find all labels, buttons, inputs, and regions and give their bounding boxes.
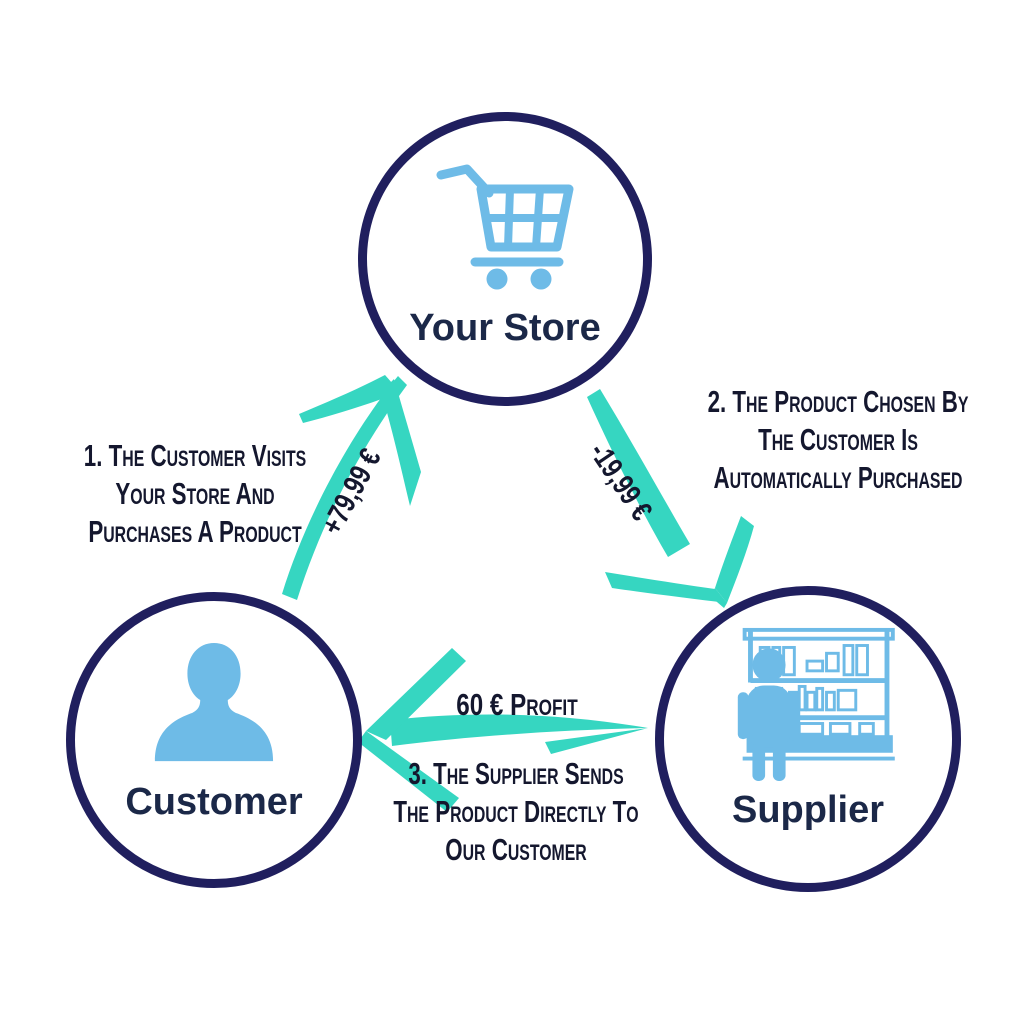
step-3-line-3: Our Customer <box>445 832 587 867</box>
supplier-shelf-icon <box>715 625 901 783</box>
node-your-store: Your Store <box>358 112 652 406</box>
arrow-supplier-to-customer <box>358 648 648 812</box>
step-3-line-1: 3. The Supplier Sends <box>408 756 624 791</box>
arrow-label-60-profit: 60 € Profit <box>456 687 578 722</box>
step-3-line-2: The Product Directly To <box>393 794 639 829</box>
arrow-store-to-supplier <box>587 389 754 608</box>
node-label-your-store: Your Store <box>409 307 601 349</box>
step-2-line-1: 2. The Product Chosen By <box>707 384 969 419</box>
step-2-line-2: The Customer Is <box>758 422 918 457</box>
node-supplier: Supplier <box>655 586 961 892</box>
step-1-line-2: Your Store And <box>115 476 275 511</box>
node-label-customer: Customer <box>125 781 303 823</box>
person-icon <box>147 639 281 767</box>
node-customer: Customer <box>66 592 362 888</box>
step-3-caption: 3. The Supplier Sends The Product Direct… <box>382 755 650 869</box>
step-1-caption: 1. The Customer Visits Your Store And Pu… <box>69 437 321 551</box>
arrow-customer-to-store <box>282 375 421 600</box>
node-label-supplier: Supplier <box>731 789 885 831</box>
shopping-cart-icon <box>436 157 574 291</box>
step-1-line-1: 1. The Customer Visits <box>83 438 307 473</box>
step-2-line-3: Automatically Purchased <box>713 460 963 495</box>
step-2-caption: 2. The Product Chosen By The Customer Is… <box>701 383 975 497</box>
step-1-line-3: Purchases A Product <box>88 514 302 549</box>
